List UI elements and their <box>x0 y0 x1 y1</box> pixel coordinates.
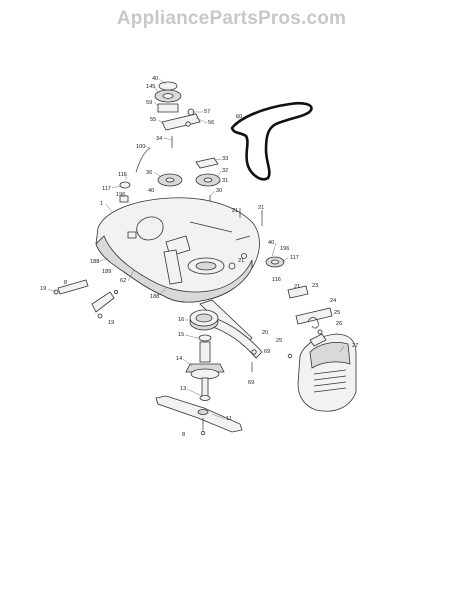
mower-deck <box>95 197 260 303</box>
callout-label: 21 <box>258 205 264 211</box>
deck-hanger-brackets <box>53 279 119 319</box>
callout-label: 145 <box>146 84 155 90</box>
callout-label: 117 <box>102 186 111 192</box>
callout-label: 196 <box>280 246 289 252</box>
belt-guard <box>189 309 219 331</box>
callout-label: 55 <box>150 117 156 123</box>
callout-label: 69 <box>264 349 270 355</box>
callout-label: 31 <box>222 178 228 184</box>
leader-lines <box>47 78 345 420</box>
callout-label: 25 <box>334 310 340 316</box>
callout-label: 13 <box>180 386 186 392</box>
chute-mount-hardware <box>287 285 333 359</box>
callout-label: 19 <box>108 320 114 326</box>
idler-pulley-assembly <box>135 81 201 173</box>
mower-blade <box>155 395 243 436</box>
callout-label: 19 <box>40 286 46 292</box>
callout-label: 33 <box>222 156 228 162</box>
callout-label: 21 <box>294 284 300 290</box>
callout-label: 189 <box>102 269 111 275</box>
callout-label: 117 <box>290 255 299 261</box>
callout-labels: 40 145 59 57 55 56 60 34 100 33 36 32 11… <box>40 76 358 438</box>
drive-belt <box>230 101 313 181</box>
callout-label: 40 <box>148 188 154 194</box>
callout-label: 188 <box>150 294 159 300</box>
callout-label: 57 <box>204 109 210 115</box>
callout-label: 40 <box>268 240 274 246</box>
callout-label: 69 <box>248 380 254 386</box>
callout-label: 25 <box>276 338 282 344</box>
right-idler-pulley <box>239 208 285 268</box>
callout-label: 15 <box>178 332 184 338</box>
callout-label: 21 <box>238 258 244 264</box>
callout-label: 40 <box>152 76 158 82</box>
callout-label: 11 <box>226 416 232 422</box>
callout-label: 16 <box>178 317 184 323</box>
callout-label: 8 <box>182 432 185 438</box>
callout-label: 62 <box>120 278 126 284</box>
callout-label: 26 <box>336 321 342 327</box>
blade-spindle-assembly <box>185 334 225 401</box>
callout-label: 36 <box>146 170 152 176</box>
callout-label: 24 <box>330 298 336 304</box>
callout-label: 100 <box>136 144 145 150</box>
callout-label: 59 <box>146 100 152 106</box>
callout-label: 1 <box>100 201 103 207</box>
callout-label: 8 <box>64 280 67 286</box>
callout-label: 196 <box>116 192 125 198</box>
callout-label: 32 <box>222 168 228 174</box>
callout-label: 14 <box>176 356 182 362</box>
callout-label: 34 <box>156 136 162 142</box>
callout-label: 23 <box>312 283 318 289</box>
callout-label: 21 <box>232 208 238 214</box>
callout-label: 116 <box>118 172 127 178</box>
callout-label: 188 <box>90 259 99 265</box>
callout-label: 60 <box>236 114 242 120</box>
watermark: AppliancePartsPros.com <box>116 8 347 29</box>
callout-label: 116 <box>272 277 281 283</box>
callout-label: 56 <box>208 120 214 126</box>
discharge-chute <box>297 333 357 412</box>
callout-label: 27 <box>352 343 358 349</box>
callout-label: 20 <box>262 330 268 336</box>
callout-label: 30 <box>216 188 222 194</box>
